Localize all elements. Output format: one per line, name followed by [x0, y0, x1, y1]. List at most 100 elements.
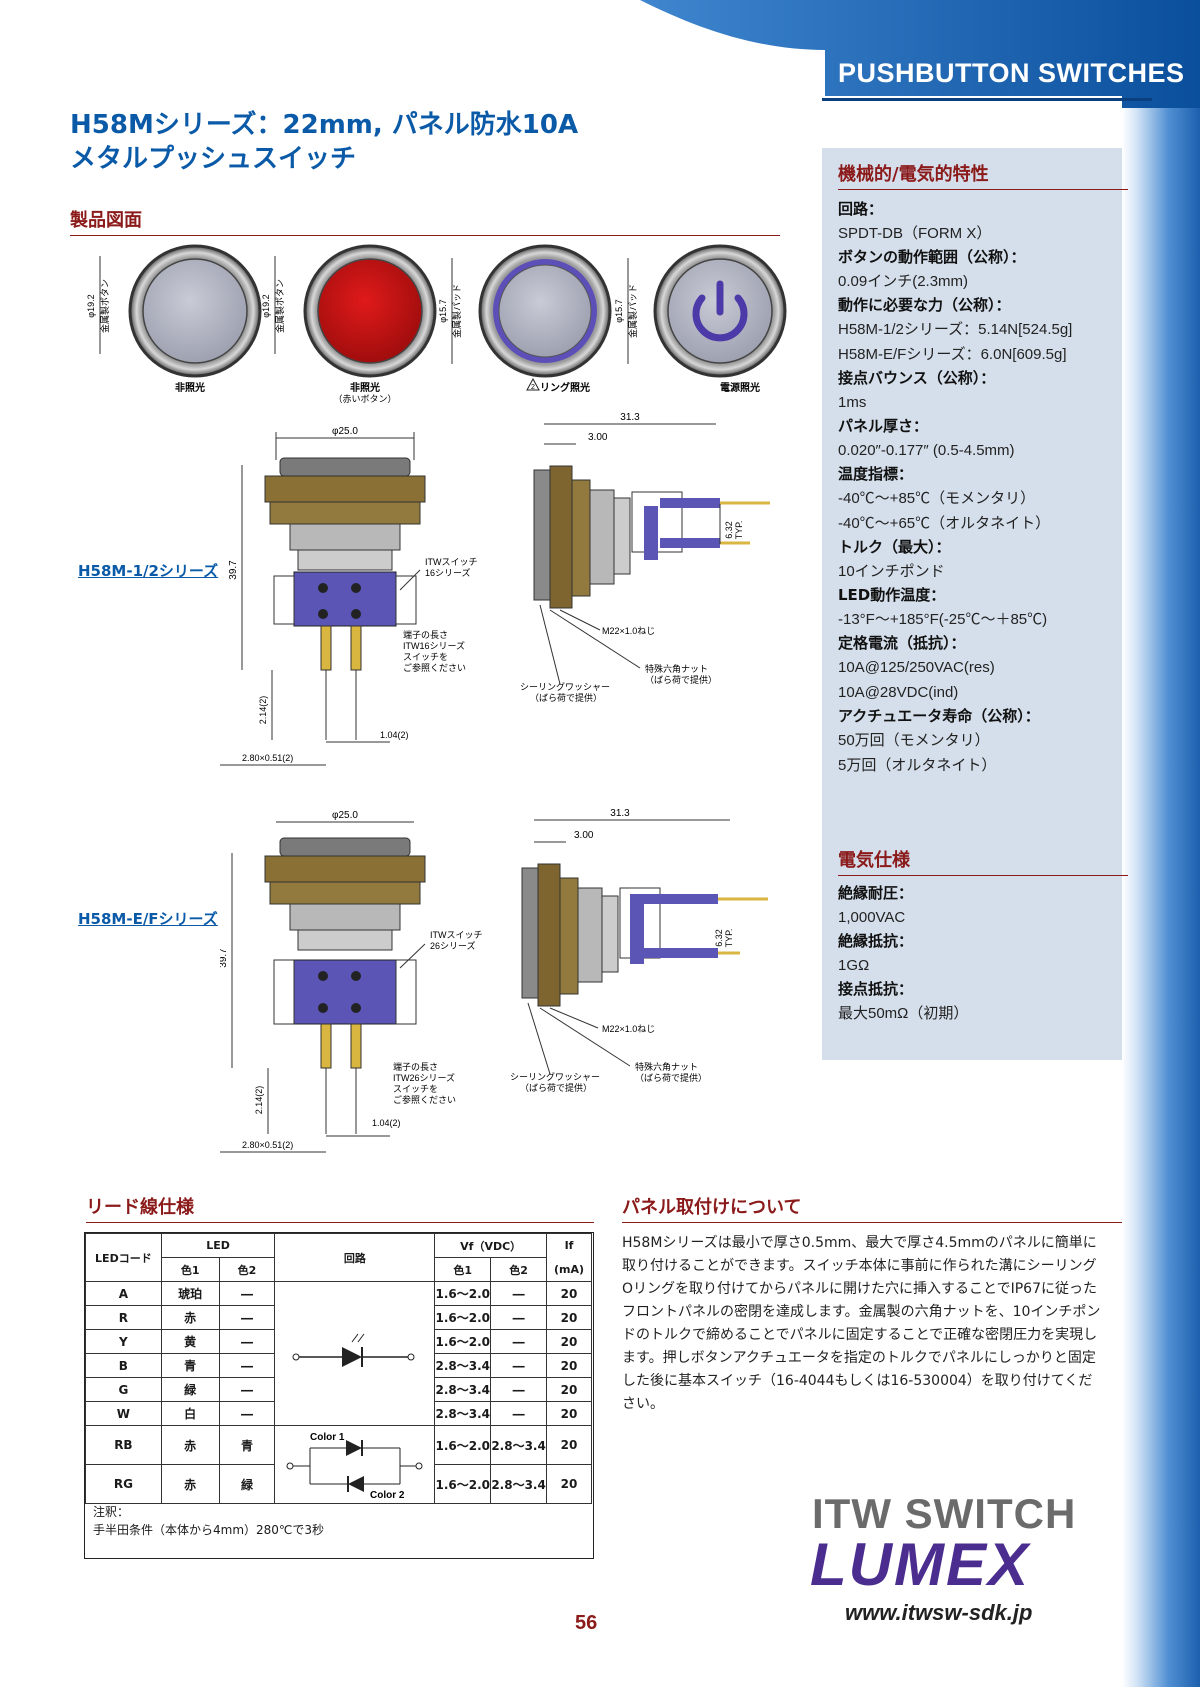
svg-text:端子の長さ: 端子の長さ [403, 629, 448, 640]
dim-phi-4: φ15.7 [614, 299, 624, 322]
spec-value: -40℃～+65℃（オルタネイト） [838, 515, 1051, 532]
spec-value: -13°F～+185°F(-25℃～＋85℃) [838, 611, 1048, 628]
dim-phi-1: φ19.2 [86, 294, 96, 317]
svg-text:39.7: 39.7 [220, 948, 229, 968]
spec-label: 接点抵抗： [838, 980, 914, 998]
svg-text:Color 1: Color 1 [310, 1432, 345, 1443]
callout-itw16-line2: 16シリーズ [425, 567, 471, 578]
bicolor-led-symbol-icon: Color 1 Color 2 [286, 1432, 423, 1501]
spec-label: 絶縁抵抗： [838, 932, 914, 950]
th-code: LEDコード [85, 1233, 162, 1282]
btn-label-3: リング照光 [540, 381, 590, 394]
svg-text:2.14(2): 2.14(2) [258, 696, 268, 725]
front-view-16: φ25.0 39.7 2.14(2) 1.04(2) 2.80×0.51(2) … [220, 426, 478, 766]
footer-url[interactable]: www.itwsw-sdk.jp [845, 1600, 1033, 1625]
svg-text:ITW26シリーズ: ITW26シリーズ [393, 1072, 455, 1083]
spec-value: 10A@125/250VAC(res) [838, 659, 995, 676]
svg-text:2: 2 [531, 384, 535, 391]
spec-label: パネル厚さ： [838, 417, 929, 435]
title-line-1: H58Mシリーズ：22mm, パネル防水10A [70, 110, 579, 140]
elec-heading: 電気仕様 [838, 846, 1128, 876]
button-faces: φ19.2 金属製ボタン 非照光 φ19.2 金属製ボタン 非照光 （赤いボタン… [86, 244, 787, 404]
table-notes: 注釈： 手半田条件（本体から4mm）280℃で3秒 [93, 1503, 324, 1539]
side-label-4: 金属製パッド [627, 284, 638, 338]
svg-text:（ばら荷で提供）: （ばら荷で提供） [635, 1072, 707, 1083]
th-vf: Vf（VDC） [434, 1233, 548, 1258]
svg-text:2.80×0.51(2): 2.80×0.51(2) [242, 1140, 293, 1150]
lumex-logo: LUMEX [810, 1531, 1030, 1598]
page-title: H58Mシリーズ：22mm, パネル防水10A メタルプッシュスイッチ [70, 108, 578, 176]
spec-label: 回路： [838, 200, 884, 218]
spec-heading: 機械的/電気的特性 [838, 160, 1128, 190]
side-label-3: 金属製パッド [451, 284, 462, 338]
svg-text:スイッチを: スイッチを [393, 1084, 438, 1094]
dim-phi-3: φ15.7 [438, 299, 448, 322]
svg-text:6.32: 6.32 [724, 521, 734, 539]
svg-text:M22×1.0ねじ: M22×1.0ねじ [602, 1024, 655, 1034]
spec-value: 0.020″-0.177″ (0.5-4.5mm) [838, 442, 1015, 459]
svg-text:ご参照ください: ご参照ください [403, 662, 466, 673]
svg-text:39.7: 39.7 [228, 560, 239, 580]
callout-itw16-line1: ITWスイッチ [425, 557, 478, 567]
button-nonlit: φ19.2 金属製ボタン 非照光 [86, 244, 262, 394]
svg-text:31.3: 31.3 [610, 808, 630, 819]
side-gradient-strip [1122, 108, 1200, 1687]
th-led: LED [160, 1233, 276, 1258]
spec-panel [822, 148, 1122, 1060]
drawing-heading: 製品図面 [70, 206, 780, 236]
svg-text:3.00: 3.00 [588, 432, 608, 443]
bicolor-led-circuit: Color 1 Color 2 [274, 1425, 436, 1504]
th-c2: 色2 [218, 1257, 276, 1282]
svg-text:ITW16シリーズ: ITW16シリーズ [403, 640, 465, 651]
series-label-2: H58M-E/Fシリーズ [78, 910, 218, 928]
spec-value: 10インチポンド [838, 563, 945, 580]
side-label-1: 金属製ボタン [99, 279, 110, 333]
title-line-2: メタルプッシュスイッチ [70, 144, 357, 174]
svg-text:シーリングワッシャー: シーリングワッシャー [510, 1071, 600, 1082]
spec-value: 1,000VAC [838, 909, 906, 926]
svg-text:ご参照ください: ご参照ください [393, 1094, 456, 1105]
panel-text: H58Mシリーズは最小で厚さ0.5mm、最大で厚さ4.5mmのパネルに簡単に取り… [622, 1235, 1101, 1412]
spec-value: 1GΩ [838, 957, 870, 974]
spec-value: 5万回（オルタネイト） [838, 757, 997, 774]
dim-phi-2: φ19.2 [261, 294, 271, 317]
btn-label-2: 非照光 [350, 381, 380, 394]
th-ma: (mA) [546, 1257, 592, 1282]
th-c1: 色1 [160, 1257, 220, 1282]
spec-label: 接点バウンス（公称）： [838, 369, 996, 387]
svg-text:スイッチを: スイッチを [403, 652, 448, 662]
svg-text:2.14(2): 2.14(2) [254, 1086, 264, 1115]
spec-list: 回路： SPDT-DB（FORM X） ボタンの動作範囲（公称）： 0.09イン… [838, 198, 1120, 778]
lead-table-box: LEDコード LED 回路 Vf（VDC） If 色1 色2 色1 色2 (mA… [84, 1232, 594, 1559]
lead-table: LEDコード LED 回路 Vf（VDC） If 色1 色2 色1 色2 (mA… [85, 1233, 592, 1504]
side-label-2: 金属製ボタン [274, 279, 285, 333]
spec-value: 10A@28VDC(ind) [838, 684, 959, 701]
svg-text:特殊六角ナット: 特殊六角ナット [635, 1061, 698, 1072]
svg-text:1.04(2): 1.04(2) [380, 730, 409, 740]
page-number: 56 [575, 1612, 598, 1634]
button-ring-lit: φ15.7 金属製パッド 2 リング照光 [438, 244, 612, 394]
spec-value: SPDT-DB（FORM X） [838, 225, 992, 242]
power-icon [692, 280, 748, 342]
front-view-26: φ25.0 39.7 2.14(2) 1.04(2) 2.80×0.51(2) … [220, 810, 483, 1153]
th-if: If [546, 1233, 592, 1258]
svg-text:φ25.0: φ25.0 [332, 426, 358, 437]
spec-label: 定格電流（抵抗）： [838, 634, 966, 652]
button-nonlit-red: φ19.2 金属製ボタン 非照光 （赤いボタン） [261, 244, 437, 404]
side-view-26: 31.3 3.00 6.32 TYP. M22×1.0ねじ 特殊六角ナット （ば… [510, 808, 768, 1093]
spec-value: H58M-E/Fシリーズ：6.0N[609.5g] [838, 346, 1067, 363]
lead-heading: リード線仕様 [86, 1193, 594, 1223]
spec-label: トルク（最大）： [838, 538, 951, 556]
header-band [640, 0, 1200, 108]
series-label-1: H58M-1/2シリーズ [78, 562, 219, 580]
spec-label: LED動作温度： [838, 586, 946, 604]
svg-text:M22×1.0ねじ: M22×1.0ねじ [602, 626, 655, 636]
spec-value: -40℃～+85℃（モメンタリ） [838, 490, 1036, 507]
spec-value: 1ms [838, 394, 867, 411]
